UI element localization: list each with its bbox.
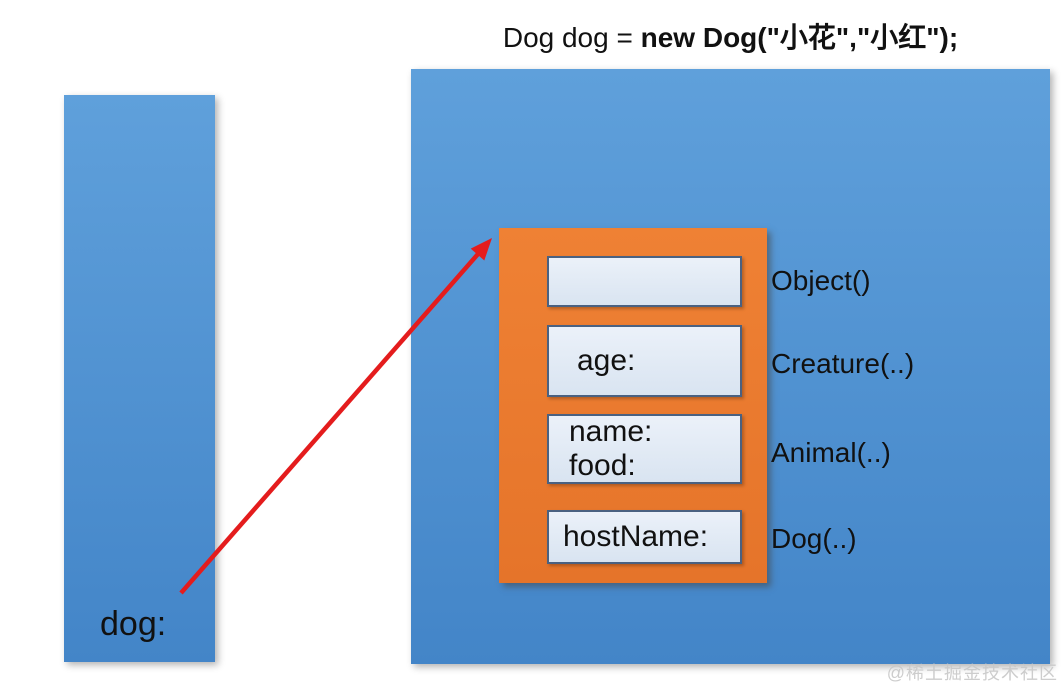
constructor-label-creature: Creature(..) (771, 348, 915, 379)
field-slot-hostname: hostName: (547, 510, 742, 564)
dog-object-box: age: name: food: hostName: (499, 228, 767, 583)
constructor-label-animal: Animal(..) (771, 437, 891, 468)
stack-variable-label: dog: (100, 605, 167, 643)
field-name-label: name: (569, 415, 653, 448)
code-statement-bold: new Dog("小花","小红"); (640, 22, 959, 53)
constructor-label-object: Object() (771, 265, 871, 296)
field-slot-empty (547, 256, 742, 307)
field-slot-name-food: name: food: (547, 414, 742, 484)
field-slot-age: age: (547, 325, 742, 397)
constructor-label-dog: Dog(..) (771, 523, 857, 554)
field-hostname-label: hostName: (563, 520, 709, 553)
field-food-label: food: (569, 449, 636, 482)
code-statement: Dog dog = new Dog("小花","小红"); (411, 16, 1050, 56)
code-statement-normal: Dog dog = (502, 22, 641, 53)
field-age-label: age: (577, 344, 636, 377)
watermark: @稀土掘金技术社区 (886, 663, 1058, 683)
stack-rectangle: dog: (64, 95, 215, 662)
